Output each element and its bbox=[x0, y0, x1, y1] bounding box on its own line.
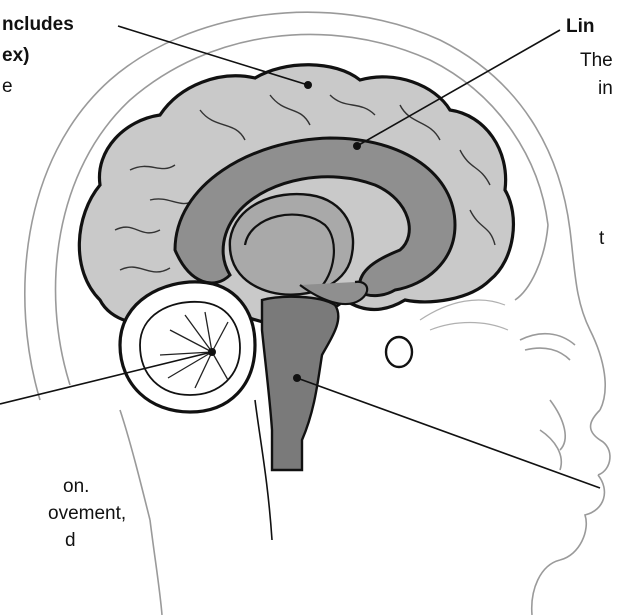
cerebellum-text-line2: ovement, bbox=[48, 503, 126, 525]
limbic-text-line3: t bbox=[599, 228, 604, 250]
cerebrum-text-line1: e bbox=[2, 76, 13, 98]
limbic-text-line2: in bbox=[598, 78, 613, 100]
cerebrum-heading-line2: ex) bbox=[2, 45, 29, 67]
cerebellum-text-line1: on. bbox=[63, 476, 89, 498]
brainstem bbox=[262, 297, 338, 470]
spinal-cord bbox=[255, 400, 272, 540]
face-detail bbox=[420, 300, 508, 330]
eye-oval bbox=[386, 337, 412, 367]
cerebellum-text-line3: d bbox=[65, 530, 76, 552]
limbic-text-line1: The bbox=[580, 50, 613, 72]
cerebrum-heading-line1: ncludes bbox=[2, 14, 74, 36]
limbic-heading: Lin bbox=[566, 16, 595, 38]
